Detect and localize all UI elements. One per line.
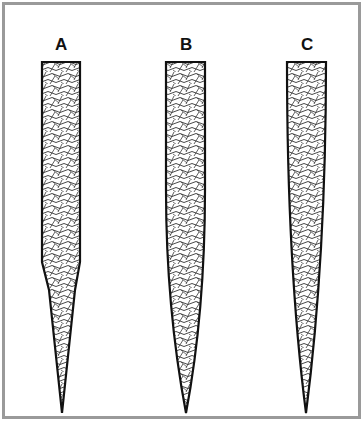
taper-b (166, 62, 205, 413)
shape-letter: C (301, 36, 313, 53)
taper-c (287, 62, 326, 413)
shape-letter: A (55, 36, 67, 53)
shape-letter: B (180, 36, 192, 53)
taper-a (42, 62, 80, 413)
frame (4, 4, 360, 418)
